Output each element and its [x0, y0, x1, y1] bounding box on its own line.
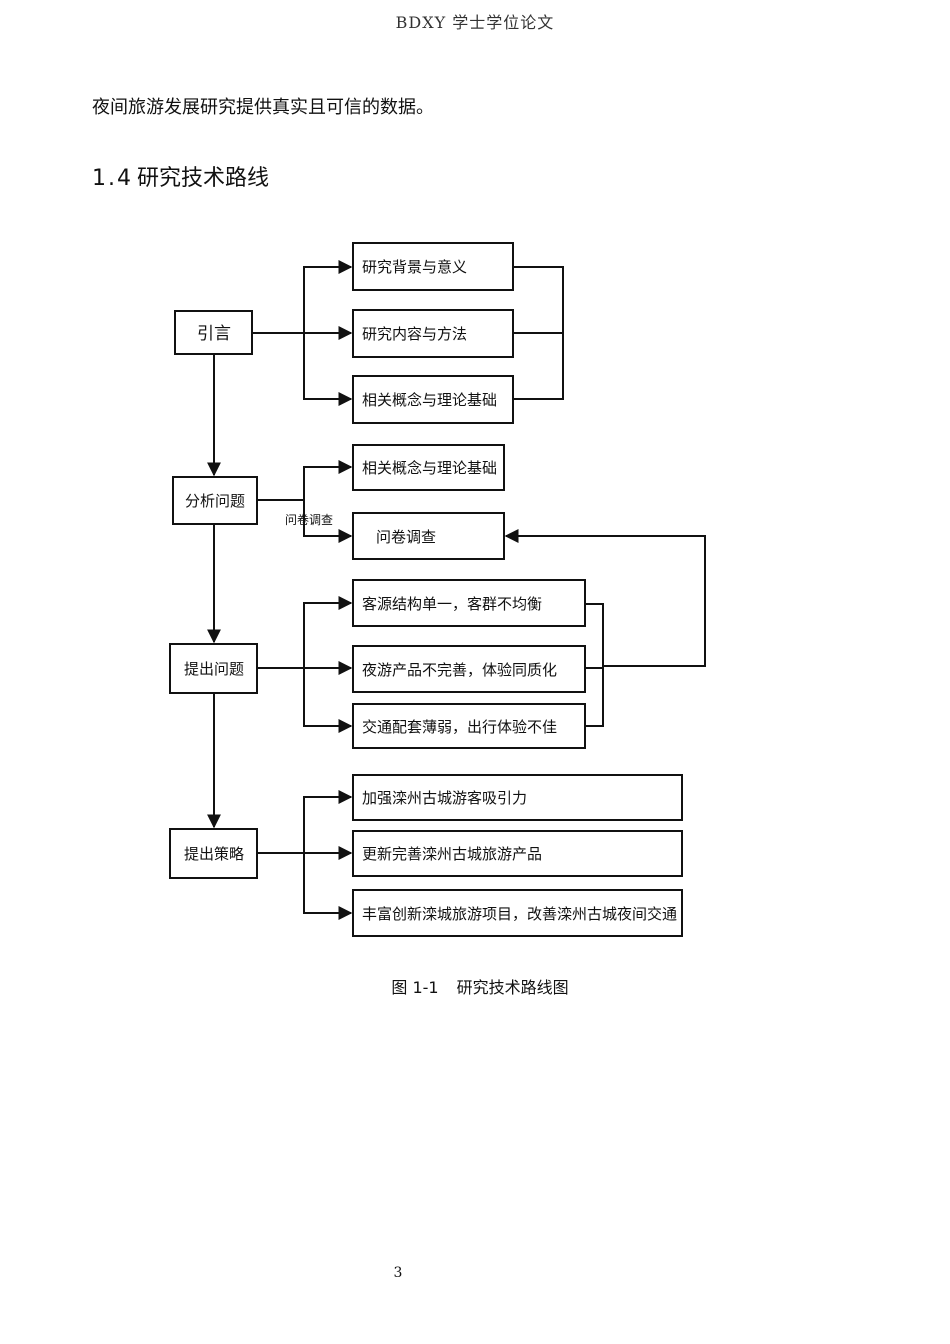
arrow-problem-item-1 [303, 596, 353, 668]
problem-item-1: 客源结构单一，客群不均衡 [362, 595, 542, 613]
arrow-strategy-item-3 [303, 853, 353, 920]
problem-item-2: 夜游产品不完善，体验同质化 [362, 661, 557, 679]
section-title-text: 研究技术路线 [137, 166, 270, 191]
analysis-edge-label: 问卷调查 [285, 512, 333, 527]
arrow-problem-item-3 [303, 668, 353, 733]
strategy-item-3: 丰富创新滦城旅游项目，改善滦州古城夜间交通 [362, 905, 677, 923]
section-number: 1.4 [92, 166, 133, 191]
analysis-item-box-1 [352, 444, 505, 491]
arrow-intro-item-1 [303, 260, 353, 333]
arrow-intro-item-3 [303, 333, 353, 406]
arrow-strategy-item-1 [303, 790, 353, 853]
analysis-item-box-2 [352, 512, 505, 560]
intro-item-1: 研究背景与意义 [362, 258, 467, 276]
strategy-item-box-1 [352, 774, 683, 821]
page-number: 3 [393, 1265, 403, 1281]
strategy-item-2: 更新完善滦州古城旅游产品 [362, 845, 542, 863]
figure-caption: 图 1-1 研究技术路线图 [0, 974, 950, 998]
strategy-item-1: 加强滦州古城游客吸引力 [362, 789, 527, 807]
strategy-item-box-3 [352, 889, 683, 937]
step-label-problem: 提出问题 [184, 660, 244, 678]
feedback-arrow-to-survey [504, 529, 706, 667]
arrow-analysis-item-2 [303, 500, 353, 543]
figure-title: 研究技术路线图 [456, 978, 569, 997]
figure-number: 图 1-1 [391, 978, 439, 997]
intro-item-2: 研究内容与方法 [362, 325, 467, 343]
step-label-intro: 引言 [197, 324, 231, 344]
analysis-item-2: 问卷调查 [376, 528, 436, 546]
strategy-item-box-2 [352, 830, 683, 877]
problem-bracket [585, 603, 604, 727]
problem-item-3: 交通配套薄弱，出行体验不佳 [362, 718, 557, 736]
body-paragraph: 夜间旅游发展研究提供真实且可信的数据。 [92, 97, 434, 118]
analysis-item-1: 相关概念与理论基础 [362, 459, 497, 477]
step-label-strategy: 提出策略 [184, 845, 244, 863]
intro-item-3: 相关概念与理论基础 [362, 391, 497, 409]
running-header: BDXY 学士学位论文 [395, 13, 555, 32]
arrow-analysis-item-1 [257, 460, 353, 501]
step-label-analysis: 分析问题 [185, 492, 245, 510]
